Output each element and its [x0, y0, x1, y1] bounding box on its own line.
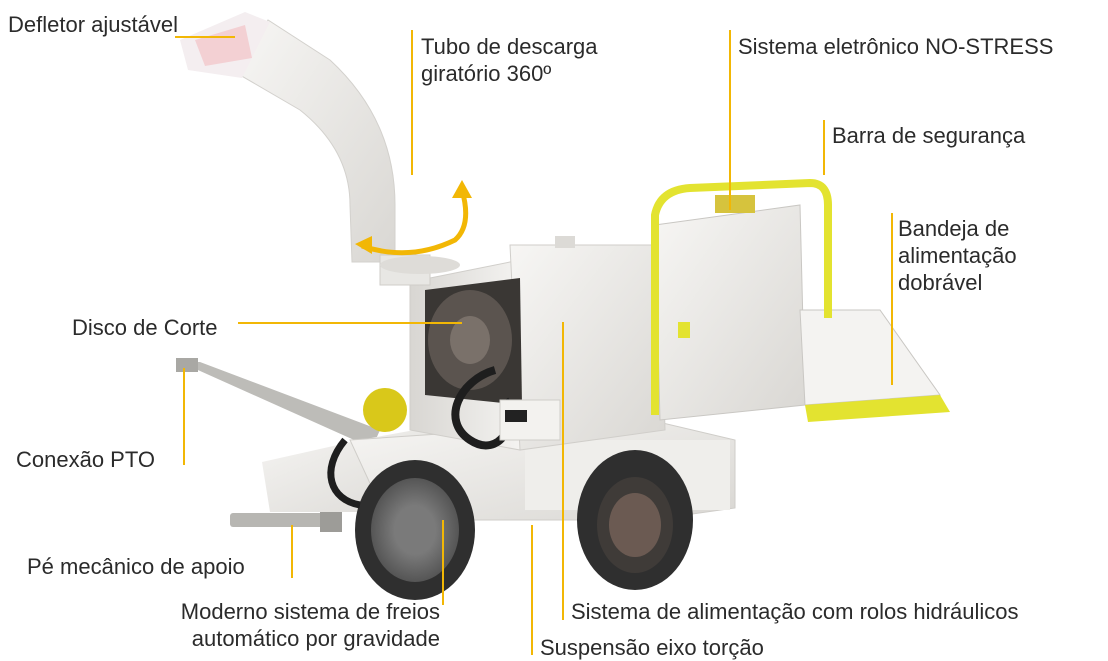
label-freios-line1: Moderno sistema de freios: [180, 599, 440, 624]
leader-lines: [175, 30, 893, 655]
label-sistema-eletronico: Sistema eletrônico NO-STRESS: [738, 34, 1054, 59]
label-freios-line2: automático por gravidade: [191, 626, 440, 651]
discharge-tube: [180, 12, 460, 286]
label-disco-corte: Disco de Corte: [72, 315, 218, 340]
label-freios: Moderno sistema de freios automático por…: [181, 598, 440, 652]
label-bandeja-line1: Bandeja de: [898, 216, 1010, 241]
rear-wheel: [577, 450, 693, 590]
label-bandeja-line2: alimentação: [898, 243, 1017, 268]
drive-hub: [363, 388, 407, 432]
feed-tray: [654, 204, 950, 422]
label-barra-seguranca: Barra de segurança: [832, 123, 1026, 148]
label-bandeja-line3: dobrável: [898, 270, 983, 295]
label-tubo-line2: giratório 360º: [421, 61, 552, 86]
label-bandeja: Bandeja de alimentação dobrável: [898, 215, 1017, 296]
label-rolos-hidraulicos: Sistema de alimentação com rolos hidrául…: [571, 599, 1019, 624]
label-suspensao: Suspensão eixo torção: [540, 635, 764, 660]
rotation-arrow: [355, 180, 472, 256]
label-pe-mecanico: Pé mecânico de apoio: [27, 554, 245, 579]
label-tubo-line1: Tubo de descarga: [421, 34, 598, 59]
safety-bar: [651, 178, 832, 415]
label-tubo-descarga: Tubo de descarga giratório 360º: [421, 33, 598, 87]
control-box: [499, 399, 561, 441]
cutting-disc: [425, 278, 522, 405]
front-wheel: [355, 460, 475, 600]
pto-drive-shaft: [176, 358, 380, 448]
label-defletor: Defletor ajustável: [8, 12, 178, 37]
label-conexao-pto: Conexão PTO: [16, 447, 156, 472]
